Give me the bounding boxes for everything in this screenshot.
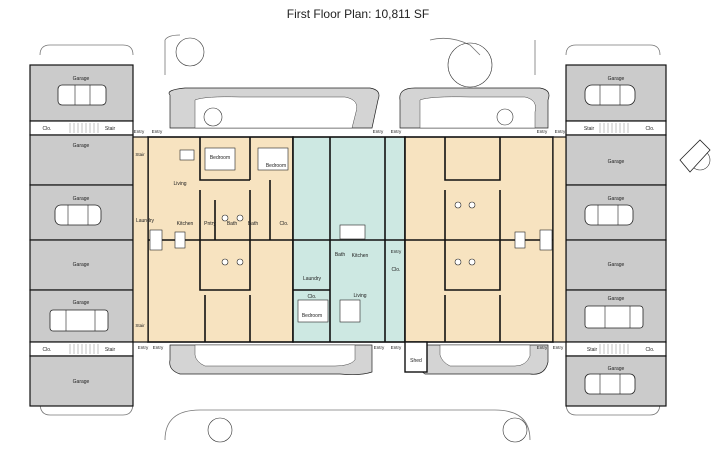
label-garage-l2: Garage: [73, 143, 90, 149]
car-windows: [65, 85, 631, 394]
label-garage-r2: Garage: [608, 159, 625, 165]
label-clo-unit-2: Clo.: [392, 267, 401, 273]
label-garage-r1: Garage: [608, 76, 625, 82]
label-stair-unit-1: Stair: [135, 152, 145, 157]
fixtures: [149, 147, 553, 323]
label-garage-r5: Garage: [608, 296, 625, 302]
courtyard-paving: [194, 96, 536, 367]
label-entry-1: Entry: [134, 129, 145, 134]
label-entry-2: Entry: [152, 129, 163, 134]
label-entry-12: Entry: [553, 345, 564, 350]
page-title: First Floor Plan: 10,811 SF: [286, 7, 430, 21]
label-clo-r2: Clo.: [646, 347, 655, 353]
label-bath-2: Bath: [248, 221, 259, 227]
label-entry-10: Entry: [391, 345, 402, 350]
label-entry-13: Entry: [391, 249, 402, 254]
label-stair-l1: Stair: [105, 126, 116, 132]
cars: [49, 84, 711, 395]
label-entry-3: Entry: [373, 129, 384, 134]
label-clo-unit-1: Clo.: [280, 221, 289, 227]
shed-structure: [404, 341, 428, 373]
label-laundry-2: Laundry: [303, 276, 322, 282]
label-living-1: Living: [173, 181, 186, 187]
label-entry-11: Entry: [537, 345, 548, 350]
label-garage-l6: Garage: [73, 379, 90, 385]
label-kitchen-1: Kitchen: [177, 221, 194, 227]
label-stair-unit-2: Stair: [135, 323, 145, 328]
label-entry-4: Entry: [391, 129, 402, 134]
label-garage-r6: Garage: [608, 366, 625, 372]
label-laundry-1: Laundry: [136, 218, 155, 224]
right-garage-block: [565, 64, 667, 407]
label-clo-l1: Clo.: [43, 126, 52, 132]
label-bath-1: Bath: [227, 221, 238, 227]
label-entry-5: Entry: [537, 129, 548, 134]
label-pntry-1: Pntry: [204, 221, 216, 227]
label-entry-6: Entry: [555, 129, 566, 134]
label-entry-9: Entry: [374, 345, 385, 350]
label-entry-7: Entry: [138, 345, 149, 350]
stair-hatching: [69, 123, 629, 354]
label-clo-unit-3: Clo.: [308, 294, 317, 300]
label-bath-3: Bath: [335, 252, 346, 258]
label-bedroom-2: Bedroom: [266, 163, 286, 169]
label-garage-l3: Garage: [73, 196, 90, 202]
left-garage-block: [29, 64, 134, 407]
label-garage-l5: Garage: [73, 300, 90, 306]
room-labels: Garage Clo. Stair Garage Garage Garage G…: [43, 76, 655, 385]
label-garage-r4: Garage: [608, 262, 625, 268]
label-garage-l4: Garage: [73, 262, 90, 268]
label-living-2: Living: [353, 293, 366, 299]
site-outlines: [39, 34, 661, 441]
label-bedroom-1: Bedroom: [210, 155, 230, 161]
interior-walls: [148, 137, 553, 342]
label-clo-l2: Clo.: [43, 347, 52, 353]
label-bedroom-3: Bedroom: [302, 313, 322, 319]
label-garage-r3: Garage: [608, 196, 625, 202]
label-stair-l2: Stair: [105, 347, 116, 353]
label-shed: Shed: [410, 358, 422, 364]
label-garage-l1: Garage: [73, 76, 90, 82]
label-kitchen-2: Kitchen: [352, 253, 369, 259]
label-stair-r2: Stair: [587, 347, 598, 353]
label-stair-r1: Stair: [584, 126, 595, 132]
label-clo-r1: Clo.: [646, 126, 655, 132]
label-entry-8: Entry: [153, 345, 164, 350]
